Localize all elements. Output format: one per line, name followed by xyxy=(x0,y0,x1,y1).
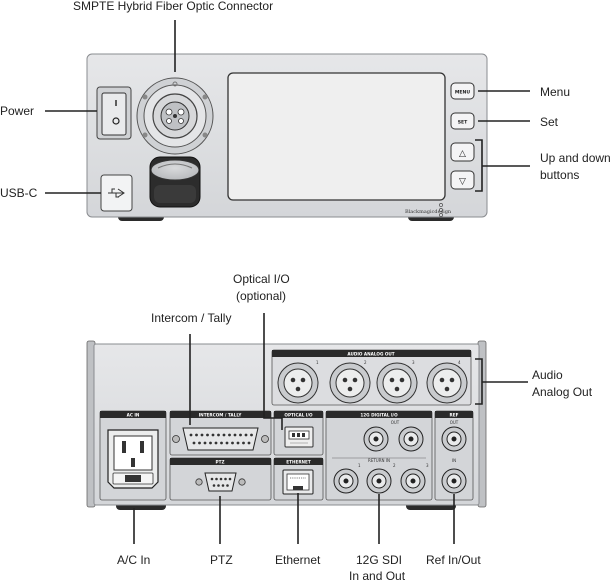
acin-header: AC IN xyxy=(127,413,140,418)
intercom-header: INTERCOM / TALLY xyxy=(199,413,243,418)
usbc-port[interactable] xyxy=(100,174,133,212)
power-switch[interactable] xyxy=(96,86,132,140)
smpte-connector[interactable] xyxy=(136,77,214,155)
label-sdi-line1: 12G SDI xyxy=(356,553,403,567)
label-acin: A/C In xyxy=(117,553,151,567)
up-arrow-icon: △ xyxy=(459,149,466,159)
label-updown-line2: buttons xyxy=(540,168,580,182)
label-sdi-line2: In and Out xyxy=(349,569,406,583)
down-button[interactable]: ▽ xyxy=(450,170,475,190)
label-ptz: PTZ xyxy=(210,553,233,567)
sdi-num-2: 2 xyxy=(393,463,396,468)
brand-logo: Blackmagicdesign xyxy=(405,209,452,215)
menu-button-label: MENU xyxy=(455,90,471,96)
ethernet-port[interactable] xyxy=(282,469,314,495)
sdi-header: 12G DIGITAL I/O xyxy=(360,413,398,418)
ref-bnc-connectors[interactable] xyxy=(441,426,467,494)
audio-num-1: 1 xyxy=(316,360,319,365)
label-ref: Ref In/Out xyxy=(426,553,481,567)
label-intercom: Intercom / Tally xyxy=(151,311,232,325)
audio-num-4: 4 xyxy=(458,360,461,365)
ref-out-label: OUT xyxy=(450,420,459,425)
label-power: Power xyxy=(0,104,35,118)
label-usbc: USB-C xyxy=(0,186,38,200)
audio-num-3: 3 xyxy=(412,360,415,365)
brand-dots-icon xyxy=(439,203,443,217)
menu-button[interactable]: MENU xyxy=(450,82,475,100)
ptz-header: PTZ xyxy=(216,460,225,465)
ethernet-header: ETHERNET xyxy=(286,460,311,465)
set-button[interactable]: SET xyxy=(450,112,475,130)
audio-xlr-outputs[interactable] xyxy=(277,362,468,404)
audio-num-2: 2 xyxy=(364,360,367,365)
label-optical-line1: Optical I/O xyxy=(233,272,290,286)
lcd-screen xyxy=(227,72,446,201)
label-updown-line1: Up and down xyxy=(540,151,610,165)
set-button-label: SET xyxy=(458,120,468,126)
sdi-out-label: OUT xyxy=(391,420,400,425)
smpte-cap xyxy=(149,156,201,208)
label-audio-line2: Analog Out xyxy=(532,385,593,399)
front-callout-lines xyxy=(45,20,530,194)
label-menu: Menu xyxy=(540,85,571,99)
label-smpte: SMPTE Hybrid Fiber Optic Connector xyxy=(73,0,274,13)
down-arrow-icon: ▽ xyxy=(459,177,466,187)
optical-port[interactable] xyxy=(284,426,314,448)
ptz-dsub[interactable] xyxy=(195,472,246,492)
label-set: Set xyxy=(540,115,559,129)
front-panel: MENU SET △ ▽ Blackmagicdesign xyxy=(86,53,488,221)
optical-header: OPTICAL I/O xyxy=(284,413,313,418)
sdi-num-3: 3 xyxy=(426,463,429,468)
up-button[interactable]: △ xyxy=(450,142,475,162)
sdi-num-1: 1 xyxy=(358,463,361,468)
audio-header: AUDIO ANALOG OUT xyxy=(347,352,394,357)
ac-inlet[interactable] xyxy=(107,429,159,489)
sdi-bnc-connectors[interactable] xyxy=(333,426,426,494)
label-optical-line2: (optional) xyxy=(236,289,287,303)
sdi-return-in-label: RETURN IN xyxy=(368,458,390,463)
intercom-dsub[interactable] xyxy=(172,427,269,451)
ref-in-label: IN xyxy=(452,458,456,463)
rear-panel: 1 2 3 4 xyxy=(86,340,487,510)
label-ethernet: Ethernet xyxy=(275,553,321,567)
label-audio-line1: Audio xyxy=(532,368,563,382)
ref-header: REF xyxy=(450,413,459,418)
rear-callout-lines xyxy=(133,313,528,544)
